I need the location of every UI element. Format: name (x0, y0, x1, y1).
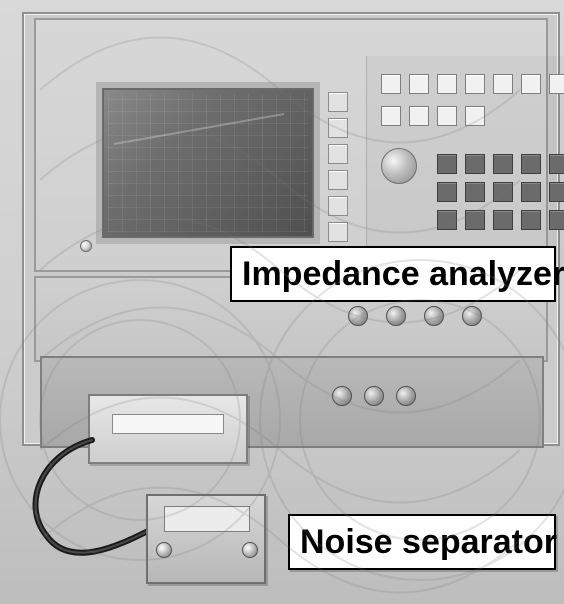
control-knob (381, 148, 417, 184)
keypad-key (465, 74, 485, 94)
keypad-key (549, 74, 564, 94)
softkey (328, 222, 348, 242)
keypad-key-dark (493, 154, 513, 174)
keypad-key-dark (549, 210, 564, 230)
keypad-key-dark (437, 154, 457, 174)
noise-separator-label: Noise separator (288, 514, 557, 570)
softkey (328, 170, 348, 190)
keypad-key-dark (549, 182, 564, 202)
indicator-led (80, 240, 92, 252)
keypad-key (437, 74, 457, 94)
keypad-key (409, 74, 429, 94)
keypad-key-dark (493, 182, 513, 202)
bnc-connector (348, 306, 368, 326)
impedance-analyzer-front-panel (34, 18, 564, 272)
softkey (328, 144, 348, 164)
noise-separator-device (146, 494, 266, 584)
bnc-connector (396, 386, 416, 406)
test-fixture (88, 394, 248, 464)
keypad-key-dark (521, 154, 541, 174)
softkey-column (328, 92, 350, 242)
keypad-key-dark (493, 210, 513, 230)
keypad-key-dark (521, 182, 541, 202)
analyzer-keypad (366, 56, 564, 266)
bnc-connector (332, 386, 352, 406)
keypad-key-dark (437, 210, 457, 230)
keypad-key-dark (465, 182, 485, 202)
softkey (328, 92, 348, 112)
softkey (328, 196, 348, 216)
keypad-key-dark (521, 210, 541, 230)
bnc-connector (424, 306, 444, 326)
keypad-key (381, 74, 401, 94)
keypad-key-dark (465, 210, 485, 230)
bnc-connector (462, 306, 482, 326)
analyzer-display-screen (96, 82, 320, 244)
keypad-key (409, 106, 429, 126)
separator-connector (156, 542, 172, 558)
bnc-connector (364, 386, 384, 406)
keypad-key-dark (437, 182, 457, 202)
noise-separator-label-plate (164, 506, 250, 532)
keypad-key (465, 106, 485, 126)
softkey (328, 118, 348, 138)
impedance-analyzer-label: Impedance analyzer (230, 246, 564, 302)
keypad-key-dark (465, 154, 485, 174)
separator-connector (242, 542, 258, 558)
keypad-key (381, 106, 401, 126)
keypad-key (493, 74, 513, 94)
display-grid (108, 94, 308, 232)
rack-unit-bottom (40, 356, 544, 448)
fixture-slot (112, 414, 224, 434)
keypad-key (437, 106, 457, 126)
keypad-key-dark (549, 154, 564, 174)
bnc-connector (386, 306, 406, 326)
keypad-key (521, 74, 541, 94)
